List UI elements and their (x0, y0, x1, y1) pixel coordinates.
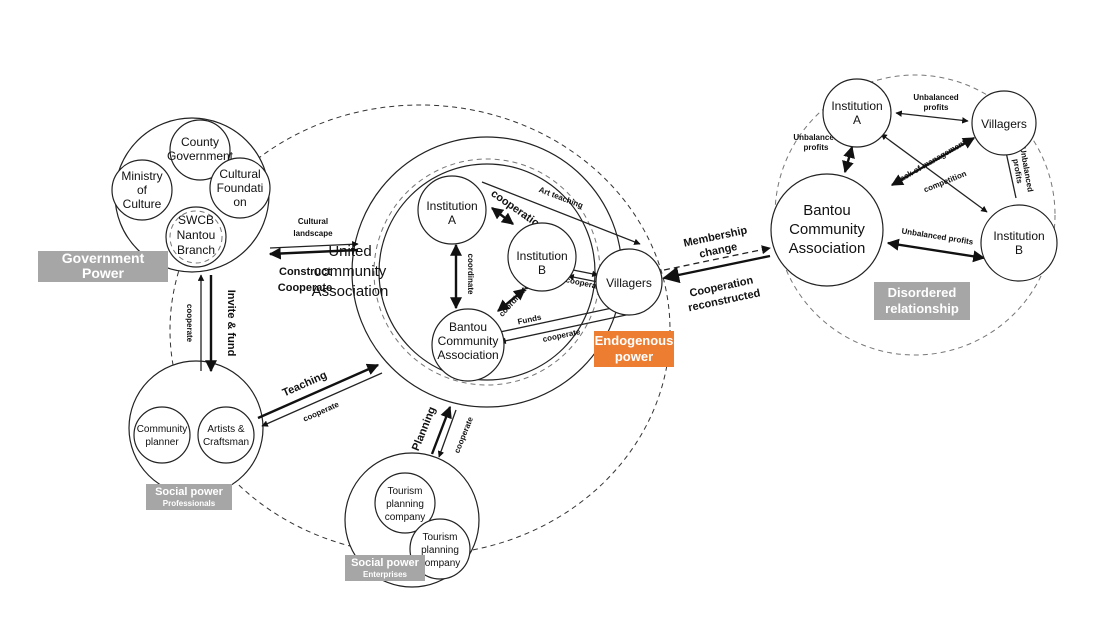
right-institution-b-node (980, 204, 1058, 282)
membership-change-edge (663, 245, 771, 271)
disordered-region-boundary (774, 74, 1056, 356)
social-power-professionals-sublabel: Professionals (163, 499, 216, 508)
right-villagers-node (971, 90, 1037, 156)
social-power-enterprises-sublabel: Enterprises (363, 570, 408, 579)
center-institution-a-node (417, 175, 487, 245)
teaching-label: Teaching (281, 369, 329, 399)
swcb-dashed-ring (169, 210, 223, 264)
teaching-edge (257, 363, 380, 420)
center-bantou-node (431, 308, 505, 382)
center-villagers-node (595, 248, 663, 316)
cultural-landscape-edge-thin (269, 241, 359, 249)
social-power-professionals-label: Social power (155, 486, 224, 498)
county-government-node (169, 119, 231, 181)
right-institution-a-node (822, 78, 892, 148)
center-institution-b-node (507, 222, 577, 292)
social-power-enterprises-badge (345, 555, 425, 581)
cooperation-reconstructed-label: Cooperationreconstructed (684, 274, 761, 315)
social-power-professionals-badge (146, 484, 232, 510)
cooperate-gov-prof-label: cooperate (185, 304, 194, 343)
cultural-foundation-node (209, 157, 271, 219)
tourism-company-1-node (374, 472, 436, 534)
swcb-nantou-branch-node (165, 206, 227, 268)
villagers-to-b-edge (567, 273, 599, 283)
competition-edge (880, 133, 988, 213)
cooperate-teaching-label: cooperate (302, 400, 341, 424)
coordinate-label-1: coordinate (466, 254, 475, 295)
planning-edge (430, 405, 452, 455)
cooperate-planning-edge (437, 409, 457, 458)
artists-craftsman-label: Artists &Craftsman (203, 424, 249, 448)
invite-fund-label: Invite & fund (225, 290, 237, 357)
center-villagers-label: Villagers (606, 276, 652, 290)
villagers-to-bantou-edge (499, 311, 641, 344)
endogenous-power-badge (594, 331, 674, 367)
disordered-relationship-badge (874, 282, 970, 320)
unbalanced-right-edge (1005, 151, 1017, 199)
cooperate-teaching-edge (261, 372, 383, 427)
unbalanced-top-edge (895, 110, 969, 124)
lack-of-management-edge (890, 136, 976, 187)
right-bantou-node (770, 173, 884, 287)
cooperation-reconstructed-edge (662, 254, 771, 284)
government-power-badge (38, 251, 168, 282)
cooperation-edge (491, 207, 514, 225)
unbalanced-left-edge (842, 145, 855, 174)
unbalanced-profits-bottom-label: Unbalanced profits (901, 226, 975, 246)
coordinate-edge-2 (497, 288, 526, 312)
art-teaching-edge (481, 181, 641, 245)
unbalanced-bottom-edge (886, 238, 986, 263)
community-planner-node (133, 406, 191, 464)
ministry-of-culture-node (111, 159, 173, 221)
artists-craftsman-node (197, 406, 255, 464)
social-power-enterprises-label: Social power (351, 557, 420, 569)
membership-change-label: Membershipchange (682, 224, 751, 263)
cooperate-planning-label: cooperate (452, 415, 475, 454)
right-villagers-label: Villagers (981, 117, 1027, 131)
competition-label: competition (922, 169, 968, 194)
construct-cooperate-edge-bold (268, 247, 359, 260)
